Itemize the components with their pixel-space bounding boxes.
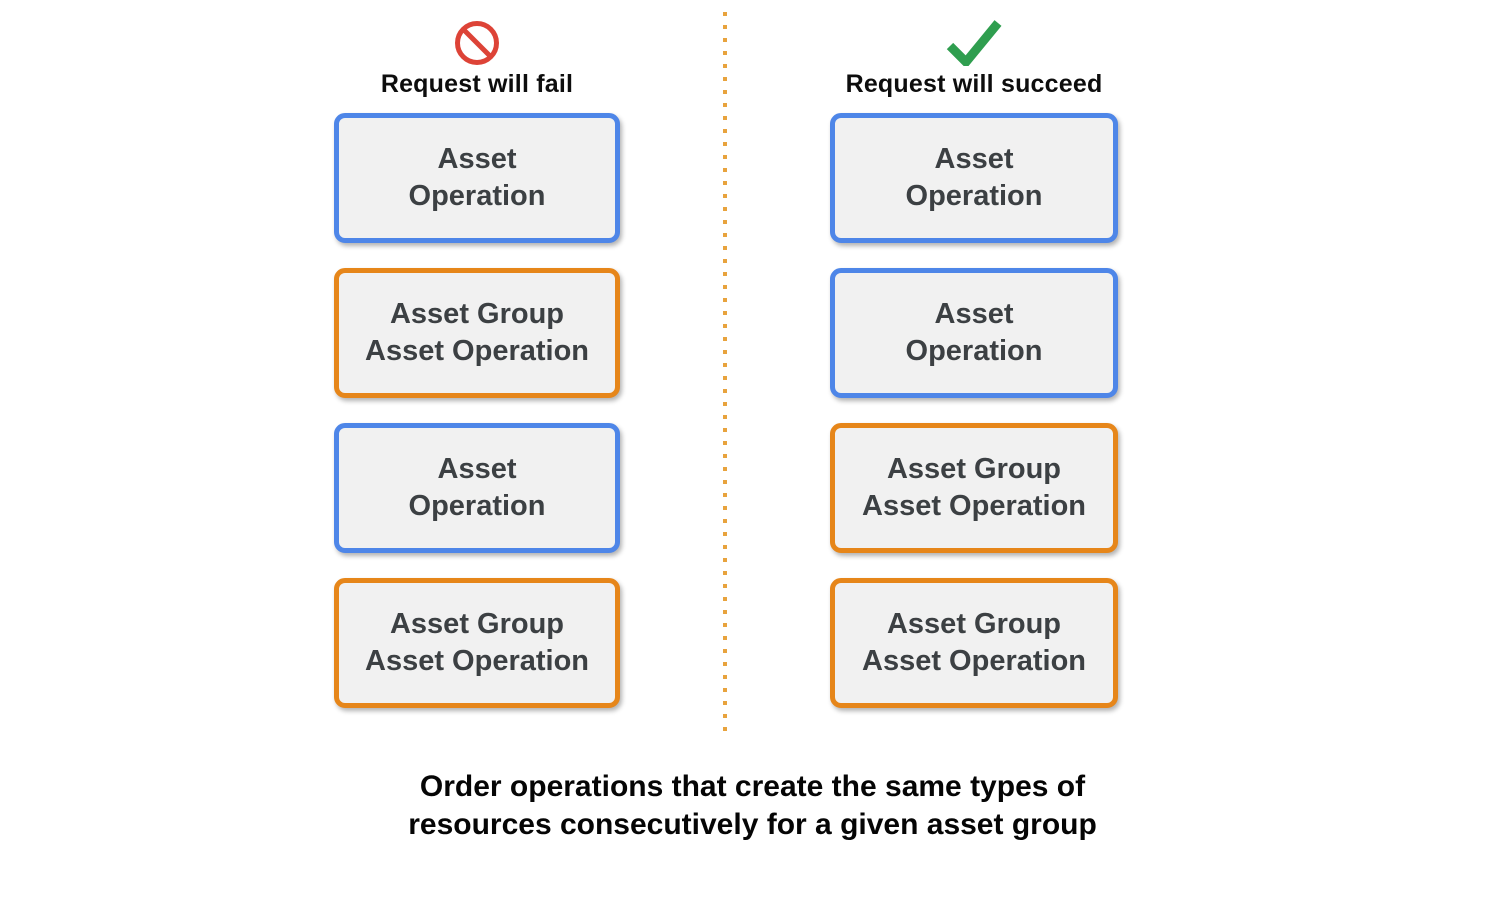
asset-group-asset-operation-box: Asset Group Asset Operation xyxy=(334,578,620,708)
succeed-column-title: Request will succeed xyxy=(845,70,1103,98)
succeed-column: Request will succeed Asset Operation Ass… xyxy=(830,20,1118,733)
box-label: Asset Group Asset Operation xyxy=(365,298,589,367)
box-label: Asset Operation xyxy=(408,453,546,522)
box-label: Asset Operation xyxy=(905,143,1043,212)
dotted-divider xyxy=(723,12,727,739)
asset-group-asset-operation-box: Asset Group Asset Operation xyxy=(334,268,620,398)
asset-operation-box: Asset Operation xyxy=(830,268,1118,398)
box-label: Asset Group Asset Operation xyxy=(365,608,589,677)
box-label: Asset Operation xyxy=(905,298,1043,367)
checkmark-icon xyxy=(945,20,1003,66)
asset-operation-box: Asset Operation xyxy=(334,113,620,243)
box-label: Asset Operation xyxy=(408,143,546,212)
box-label: Asset Group Asset Operation xyxy=(862,453,1086,522)
fail-column-title: Request will fail xyxy=(380,70,574,98)
fail-column: Request will fail Asset Operation Asset … xyxy=(334,20,620,733)
box-label: Asset Group Asset Operation xyxy=(862,608,1086,677)
prohibited-icon xyxy=(454,20,500,66)
asset-operation-box: Asset Operation xyxy=(830,113,1118,243)
asset-operation-box: Asset Operation xyxy=(334,423,620,553)
asset-group-asset-operation-box: Asset Group Asset Operation xyxy=(830,578,1118,708)
caption-text: Order operations that create the same ty… xyxy=(408,770,1097,841)
asset-group-asset-operation-box: Asset Group Asset Operation xyxy=(830,423,1118,553)
